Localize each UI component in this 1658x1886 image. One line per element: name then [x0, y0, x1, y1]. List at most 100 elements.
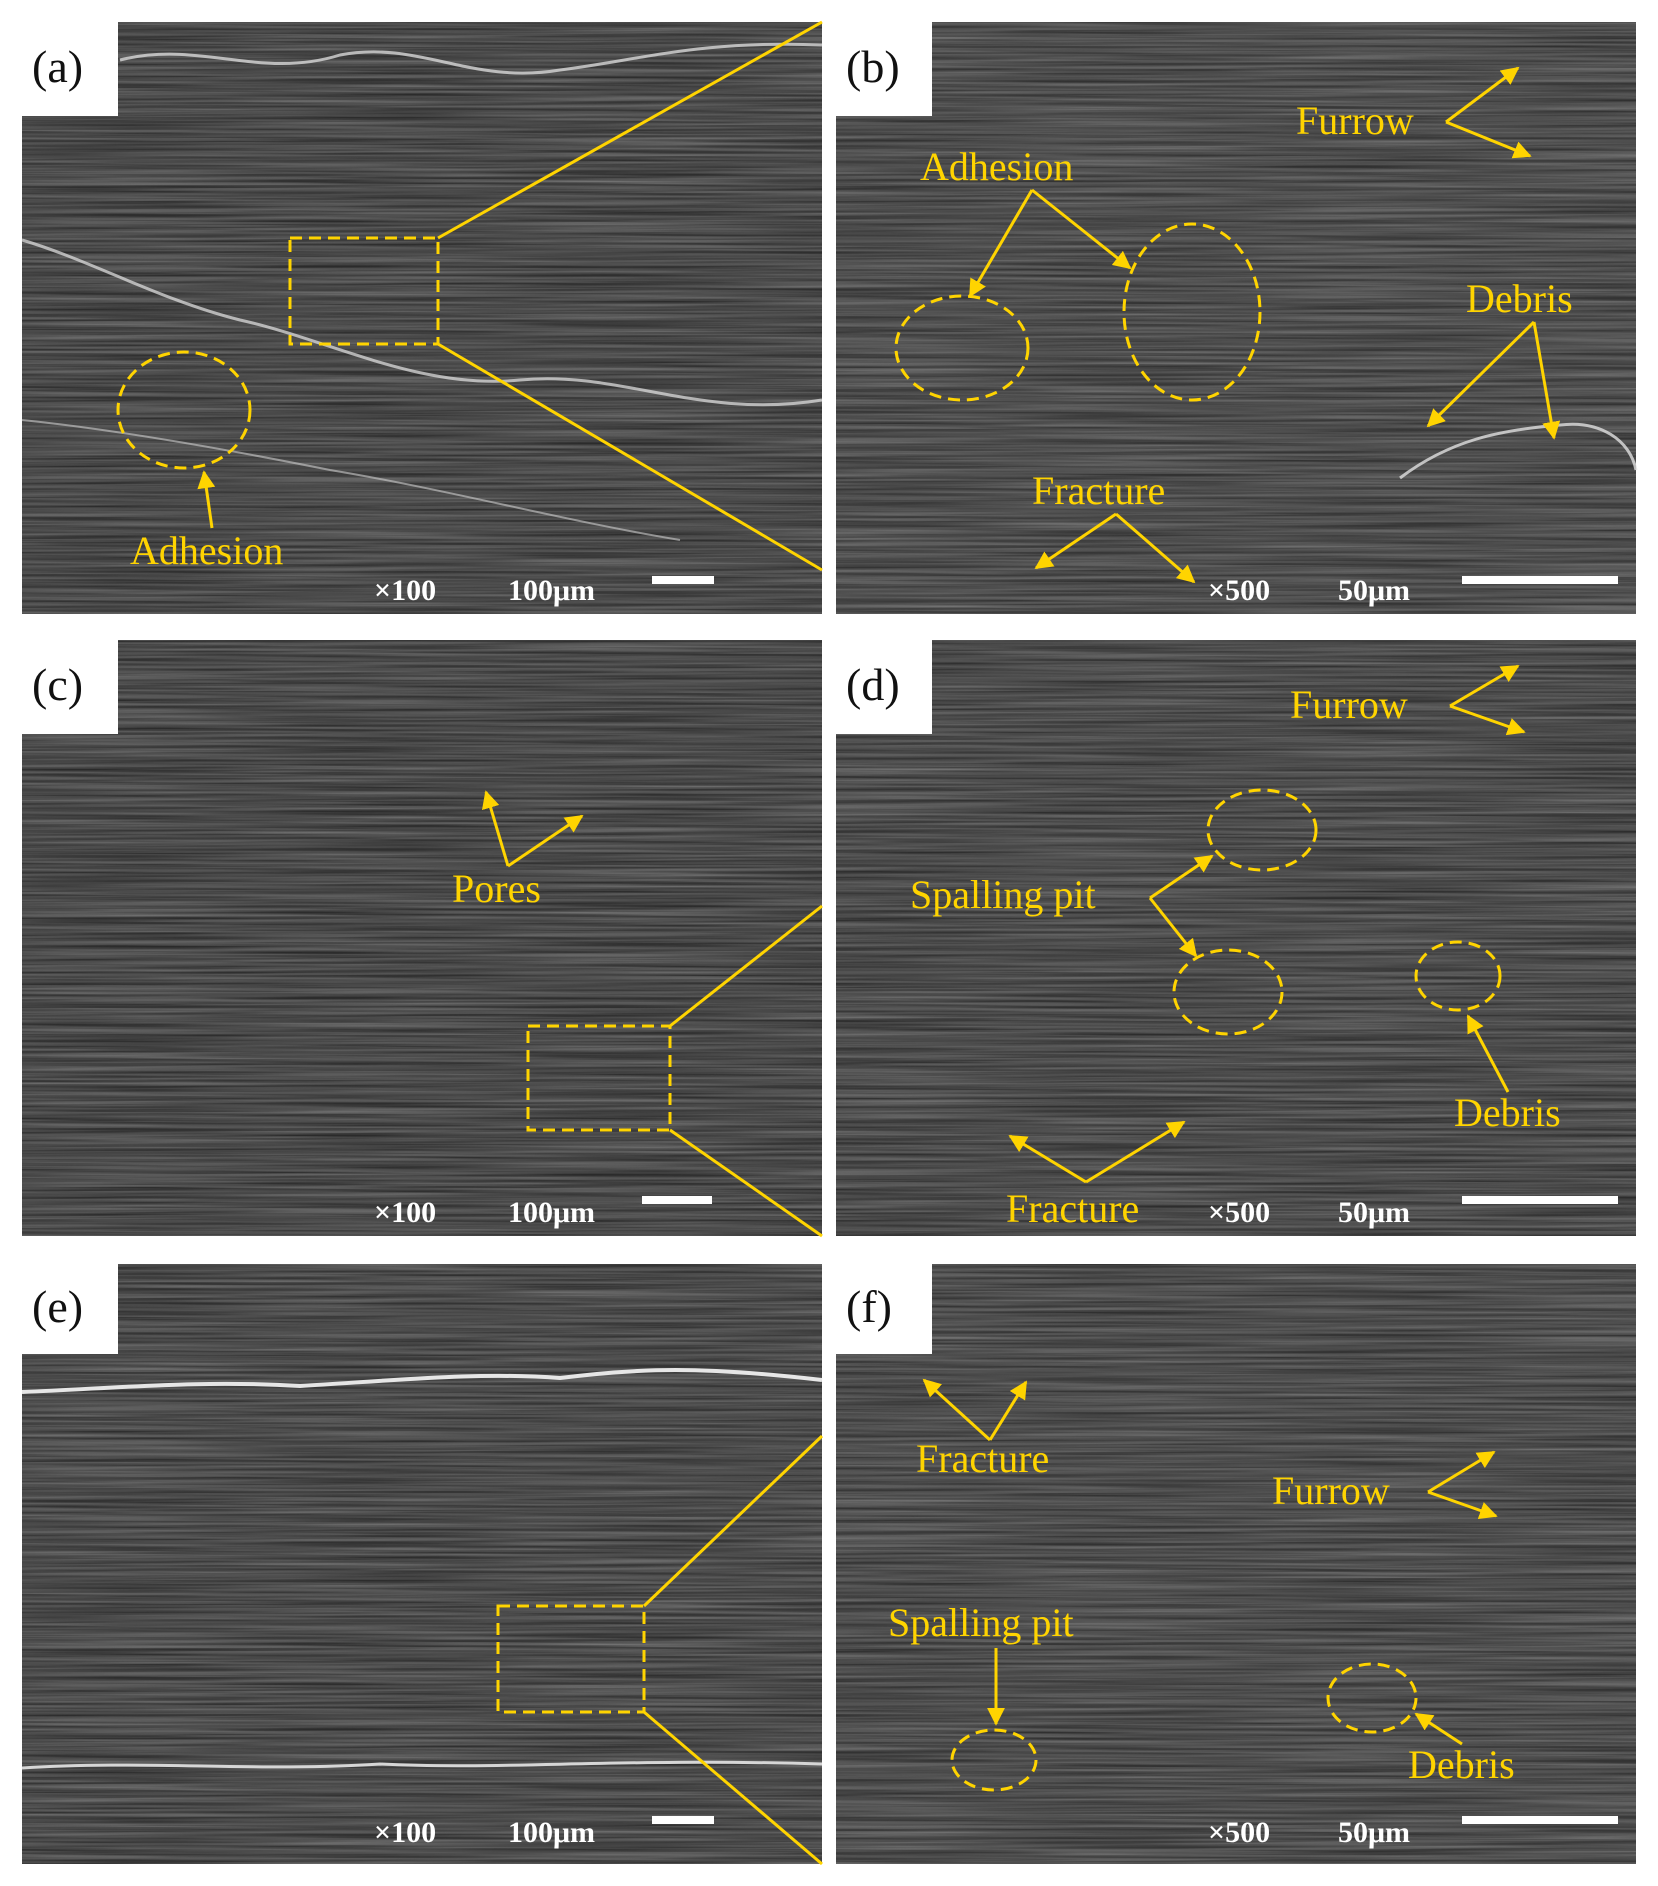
pores-arrow-c1 [481, 790, 510, 867]
annotation-debris-d: Debris [1454, 1090, 1561, 1135]
panel-label-d: (d) [846, 659, 900, 710]
spalling-arrow-d2 [1148, 897, 1198, 958]
annotation-fracture-f: Fracture [916, 1436, 1049, 1481]
fracture-arrow-f1 [922, 1378, 992, 1442]
scale-bar-c [642, 1196, 712, 1204]
wear-edge-a1 [119, 42, 823, 75]
label-bg-c [22, 640, 118, 734]
annotation-furrow-d: Furrow [1290, 682, 1408, 727]
debris-arrow-f [1414, 1712, 1463, 1746]
panel-d: (d) Furrow Spalling pit Debris Fracture … [836, 640, 1636, 1236]
label-bg-f [836, 1264, 932, 1354]
spalling-circle-d2 [1172, 948, 1284, 1036]
furrow-arrow-b2 [1445, 120, 1532, 159]
magnification-b: ×500 [1208, 574, 1270, 607]
scale-bar-d [1462, 1196, 1618, 1204]
adhesion-arrow-b1 [968, 189, 1034, 298]
debris-arrow-b2 [1532, 321, 1561, 440]
debris-arrow-d [1466, 1014, 1510, 1093]
wear-edge-a3 [21, 419, 681, 541]
panel-label-a: (a) [32, 41, 83, 92]
sem-speck-c [22, 640, 822, 1236]
zoom-line-e-bottom [643, 1710, 823, 1866]
label-bg-d [836, 640, 932, 734]
sem-speck-d [836, 640, 1636, 1236]
panel-label-c: (c) [32, 659, 83, 710]
pores-arrow-c2 [507, 814, 584, 868]
adhesion-circle-b2 [1122, 222, 1262, 402]
scale-text-b: 50μm [1338, 574, 1410, 607]
panel-b: (b) Furrow Adhesion Debris Fracture ×500… [836, 22, 1638, 614]
furrow-arrow-b1 [1445, 66, 1520, 124]
magnification-e: ×100 [374, 1816, 436, 1849]
label-bg-e [22, 1264, 118, 1354]
fracture-arrow-d2 [1085, 1120, 1186, 1184]
fracture-arrow-d1 [1008, 1134, 1087, 1184]
adhesion-arrow-b2 [1031, 188, 1132, 270]
sem-speck-a [22, 22, 822, 614]
zoom-line-e-top [642, 1434, 824, 1608]
zoom-line-a-bottom [437, 342, 823, 572]
panel-label-b: (b) [846, 41, 900, 92]
fracture-arrow-b1 [1034, 512, 1117, 570]
annotation-adhesion-a: Adhesion [130, 528, 283, 573]
magnification-a: ×100 [374, 574, 436, 607]
sem-speck-b [836, 22, 1636, 614]
magnification-c: ×100 [374, 1196, 436, 1229]
debris-arrow-b1 [1426, 320, 1536, 428]
furrow-arrow-f1 [1427, 1450, 1496, 1494]
zoom-box-c [526, 1024, 672, 1132]
label-bg-a [22, 22, 118, 116]
zoom-line-a-top [437, 20, 823, 240]
fracture-arrow-b2 [1115, 512, 1196, 584]
adhesion-circle-b1 [894, 294, 1030, 402]
annotation-pores-c: Pores [452, 866, 541, 911]
debris-circle-d [1414, 940, 1502, 1012]
furrow-arrow-f2 [1427, 1490, 1498, 1520]
annotation-adhesion-b: Adhesion [920, 144, 1073, 189]
panel-label-e: (e) [32, 1281, 83, 1332]
sem-speck-e [22, 1264, 822, 1864]
label-bg-b [836, 22, 932, 116]
zoom-line-c-bottom [669, 1128, 823, 1238]
adhesion-circle-a [116, 350, 252, 470]
panel-f: (f) Fracture Furrow Spalling pit Debris … [836, 1264, 1636, 1864]
scale-text-c: 100μm [508, 1196, 595, 1229]
scale-bar-a [652, 576, 714, 584]
scale-text-a: 100μm [508, 574, 595, 607]
scale-bar-b [1462, 576, 1618, 584]
scale-bar-e [652, 1816, 714, 1824]
annotation-furrow-f: Furrow [1272, 1468, 1390, 1513]
zoom-box-e [496, 1604, 646, 1714]
debris-circle-f [1326, 1662, 1418, 1734]
scale-bar-f [1462, 1816, 1618, 1824]
panel-e: (e) ×100 100μm [21, 1264, 824, 1866]
wear-edge-a2 [21, 238, 823, 407]
furrow-arrow-d2 [1449, 704, 1526, 736]
annotation-fracture-d: Fracture [1006, 1186, 1139, 1231]
fracture-arrow-f2 [988, 1380, 1028, 1441]
wear-edge-e-bottom [21, 1760, 823, 1770]
scale-text-e: 100μm [508, 1816, 595, 1849]
panel-c: (c) Pores ×100 100μm [22, 640, 823, 1238]
annotation-fracture-b: Fracture [1032, 468, 1165, 513]
annotation-spalling-d: Spalling pit [910, 872, 1096, 917]
adhesion-arrow-a [197, 470, 216, 529]
panel-label-f: (f) [846, 1281, 892, 1332]
wear-edge-e-top [21, 1368, 823, 1394]
sem-speck-f [836, 1264, 1636, 1864]
annotation-spalling-f: Spalling pit [888, 1600, 1074, 1645]
panel-a: (a) Adhesion ×100 100μm [21, 20, 823, 614]
scale-text-f: 50μm [1338, 1816, 1410, 1849]
annotation-debris-f: Debris [1408, 1742, 1515, 1787]
magnification-f: ×500 [1208, 1816, 1270, 1849]
zoom-line-c-top [669, 904, 823, 1028]
zoom-box-a [288, 236, 440, 346]
furrow-arrow-d1 [1449, 664, 1520, 708]
magnification-d: ×500 [1208, 1196, 1270, 1229]
annotation-furrow-b: Furrow [1296, 98, 1414, 143]
annotation-debris-b: Debris [1466, 276, 1573, 321]
spalling-arrow-d1 [1149, 854, 1214, 900]
spalling-circle-d1 [1206, 788, 1318, 872]
